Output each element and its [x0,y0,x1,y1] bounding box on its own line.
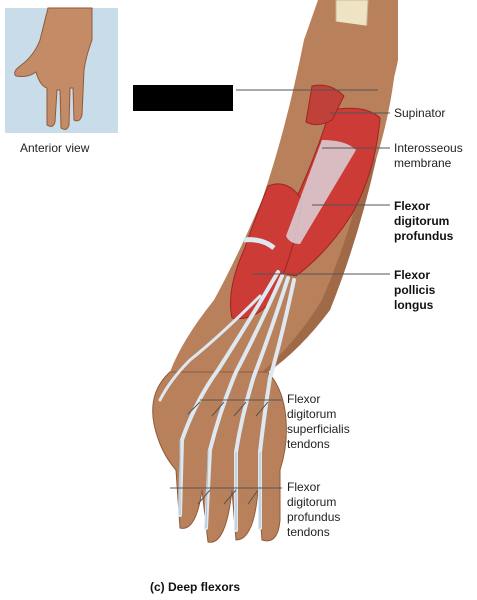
label-flexor-digitorum-profundus-tendons: Flexor digitorum profundus tendons [287,480,341,539]
inset-hand-icon [14,7,93,130]
tendons [158,270,296,532]
label-anterior-view: Anterior view [20,141,90,155]
label-flexor-digitorum-superficialis-tendons: Flexor digitorum superficialis tendons [287,392,350,451]
muscles [230,84,381,320]
inset-hand-image [5,7,118,133]
label-flexor-pollicis-longus: Flexor pollicis longus [394,268,436,312]
label-interosseous-membrane: Interosseous membrane [394,141,463,170]
label-supinator: Supinator [394,106,446,120]
label-flexor-digitorum-profundus: Flexor digitorum profundus [394,199,454,243]
leader-lines [170,89,390,505]
redacted-label [133,85,233,111]
interosseous-membrane [286,140,356,244]
figure-caption: (c) Deep flexors [150,580,241,594]
supinator-muscle [305,84,345,126]
